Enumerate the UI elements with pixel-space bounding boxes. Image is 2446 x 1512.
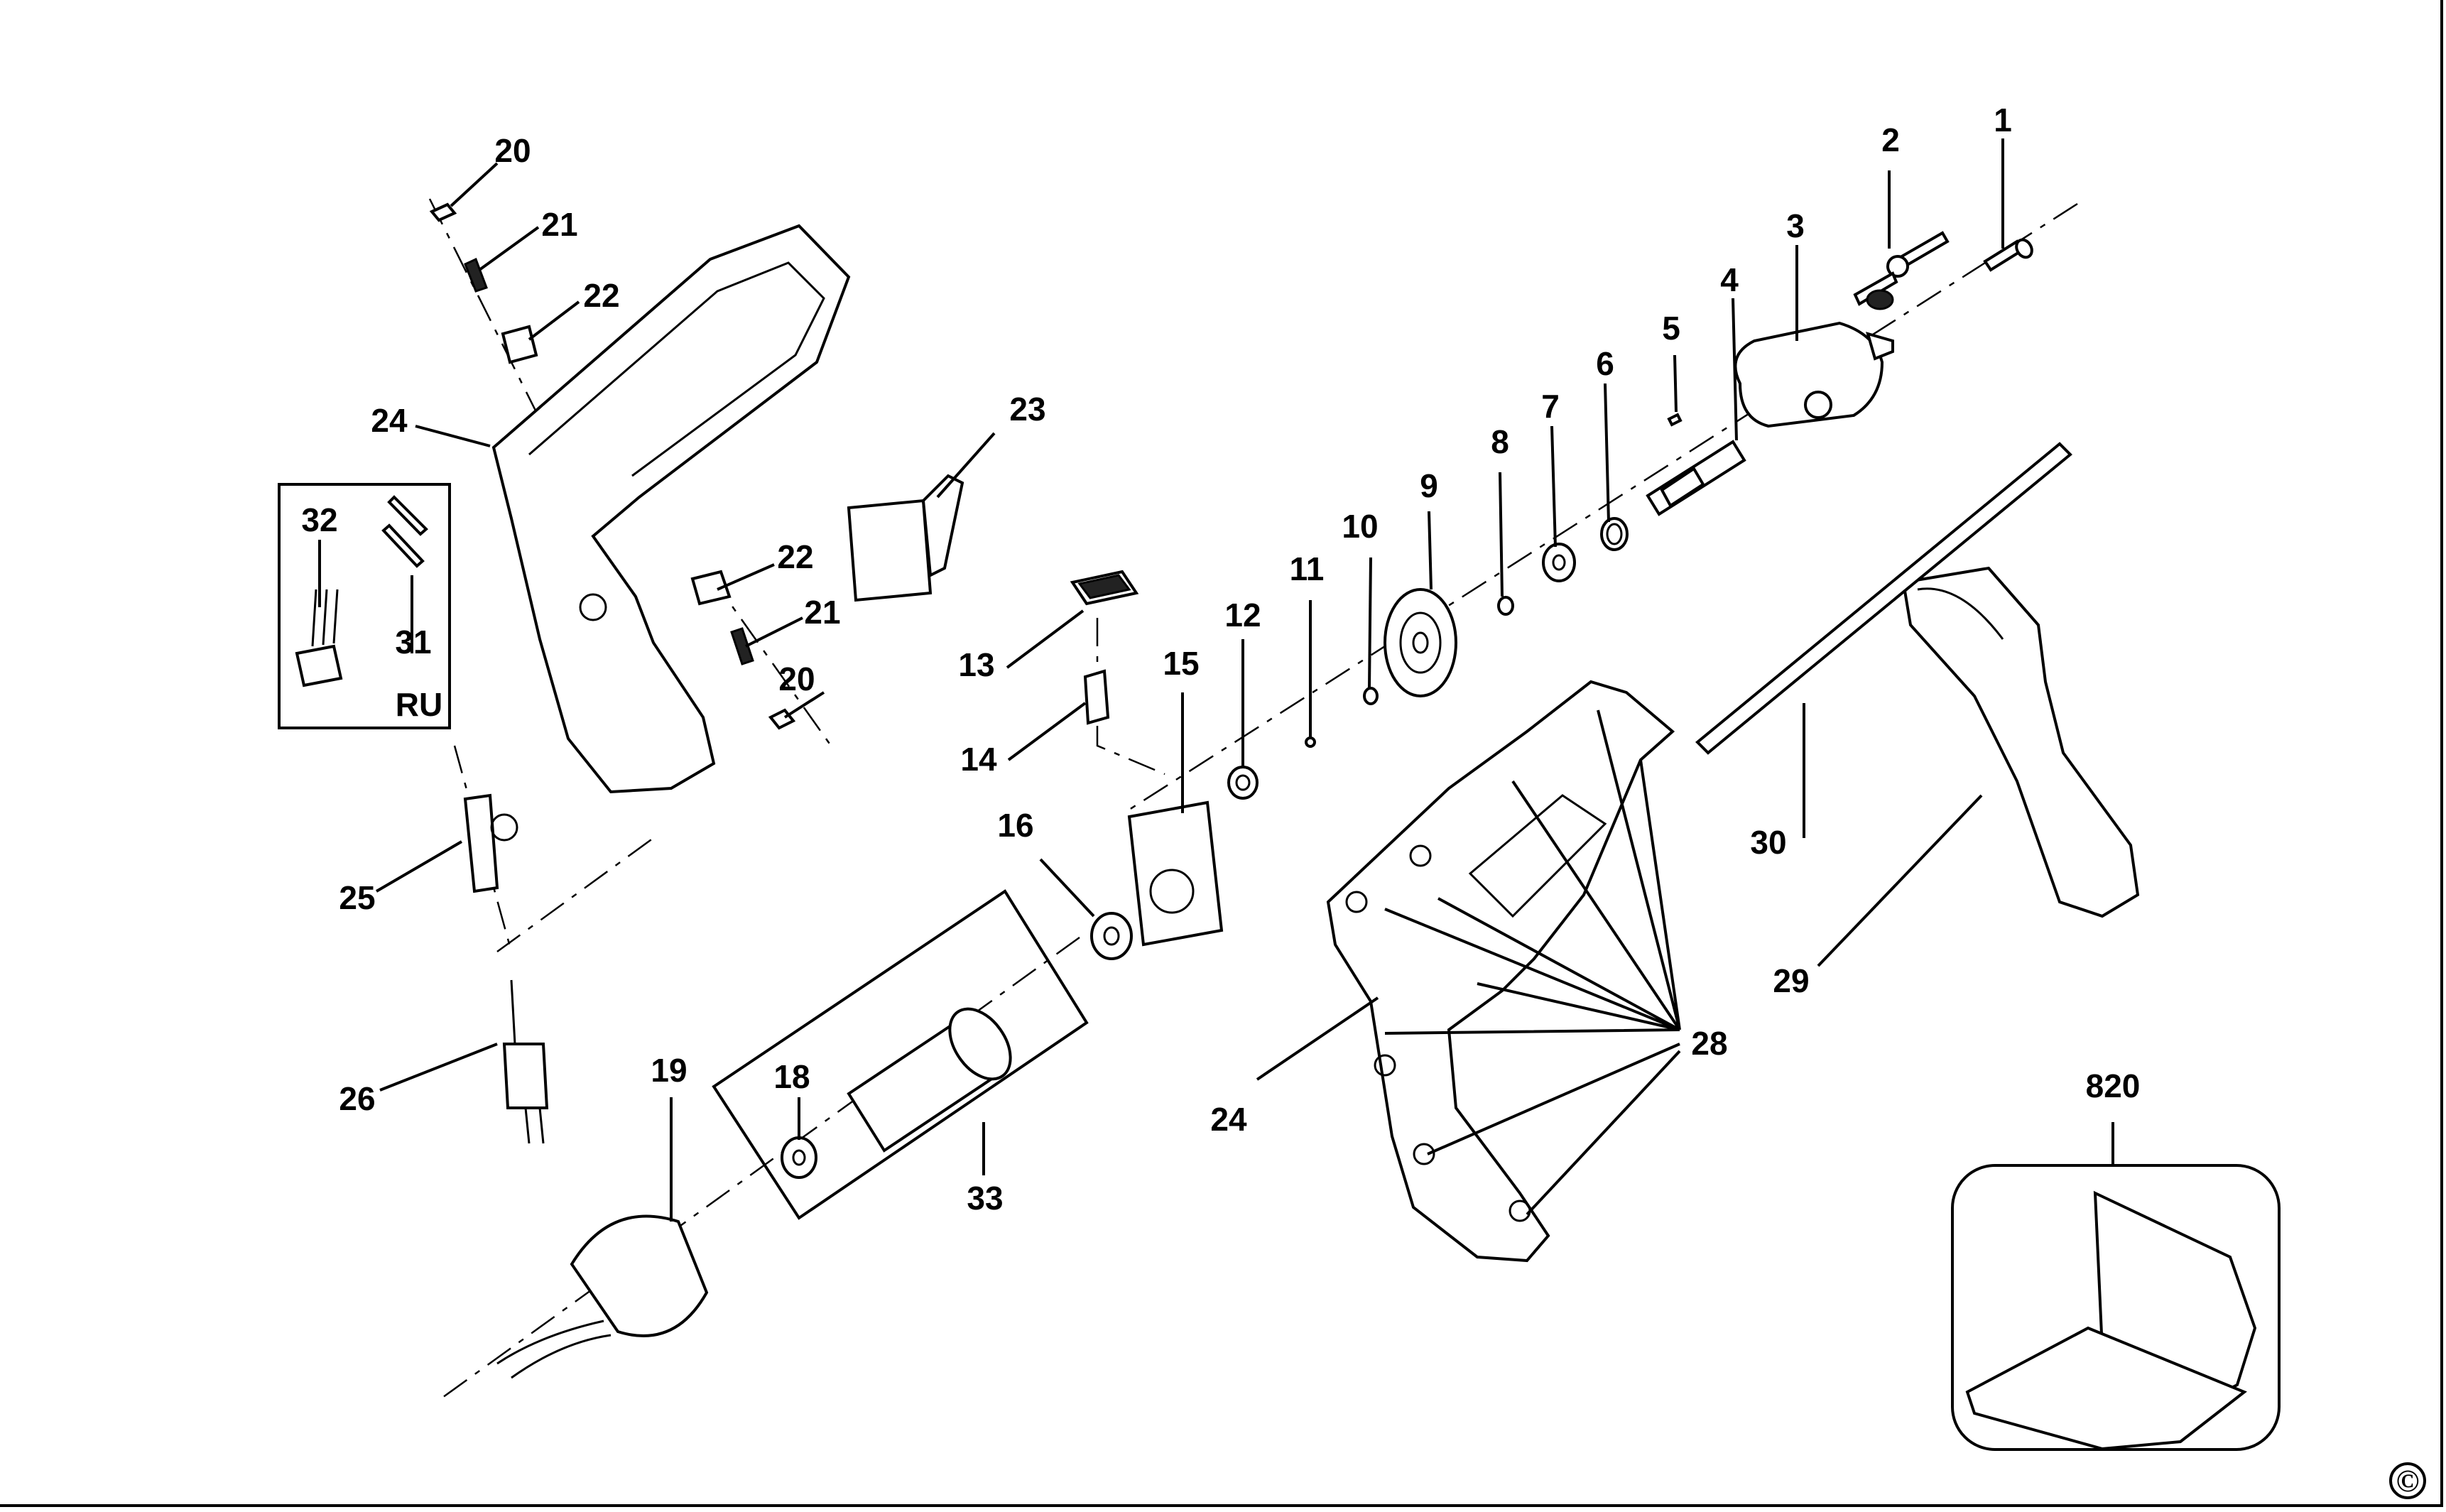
label-4[interactable]: 4 <box>1720 261 1739 298</box>
part-11-ball[interactable] <box>1305 736 1316 748</box>
part-1-screw[interactable] <box>1983 237 2035 272</box>
part-5-key[interactable] <box>1667 413 1683 427</box>
label-11[interactable]: 11 <box>1290 550 1325 587</box>
part-25-cord-guard[interactable] <box>463 793 518 893</box>
label-16[interactable]: 16 <box>997 807 1033 844</box>
label-2[interactable]: 2 <box>1881 121 1900 158</box>
part-820-kit-box[interactable] <box>1951 1164 2281 1451</box>
ru-inset-box <box>278 483 451 729</box>
label-13[interactable]: 13 <box>958 646 994 683</box>
part-23-switch[interactable] <box>847 474 964 602</box>
label-21-bottom[interactable]: 21 <box>804 594 840 631</box>
label-24-right[interactable]: 24 <box>1210 1101 1247 1138</box>
part-20-brush-cap-top[interactable] <box>429 202 457 222</box>
label-7[interactable]: 7 <box>1541 388 1560 425</box>
label-29[interactable]: 29 <box>1773 962 1809 999</box>
label-30[interactable]: 30 <box>1750 824 1786 861</box>
part-18-bearing[interactable] <box>781 1136 817 1179</box>
part-16-bearing[interactable] <box>1090 912 1133 960</box>
part-15-gear-case[interactable] <box>1127 800 1224 947</box>
part-31-spring-b[interactable] <box>381 523 425 568</box>
leader-lines <box>318 138 2114 1222</box>
label-ru: RU <box>396 686 442 723</box>
slider-axis <box>1096 618 1165 776</box>
part-8-ring[interactable] <box>1497 596 1514 616</box>
spindle-axis-line <box>1129 202 2078 811</box>
cord-axis <box>453 745 513 952</box>
part-10-ring[interactable] <box>1363 687 1379 705</box>
part-19-field[interactable] <box>496 1214 709 1379</box>
label-24-left[interactable]: 24 <box>371 402 408 439</box>
part-4-spindle[interactable] <box>1646 440 1746 516</box>
part-22-brush-holder-bottom[interactable] <box>690 570 732 606</box>
label-8[interactable]: 8 <box>1491 423 1509 460</box>
label-12[interactable]: 12 <box>1224 597 1261 633</box>
label-32[interactable]: 32 <box>301 501 337 538</box>
label-21-top[interactable]: 21 <box>541 206 577 243</box>
label-15[interactable]: 15 <box>1163 645 1199 682</box>
copyright-text: © <box>2396 1464 2420 1499</box>
part-7-washer[interactable] <box>1542 543 1576 582</box>
label-18[interactable]: 18 <box>773 1058 810 1095</box>
part-6-spring[interactable] <box>1600 517 1629 551</box>
cord-axis-2 <box>496 837 654 953</box>
label-31[interactable]: 31 <box>395 624 431 660</box>
label-3[interactable]: 3 <box>1786 207 1805 244</box>
label-5[interactable]: 5 <box>1662 310 1680 347</box>
part-14-plate[interactable] <box>1083 669 1110 725</box>
copyright-mark: © <box>2389 1462 2426 1499</box>
label-20-top[interactable]: 20 <box>494 132 531 169</box>
part-labels: 1 2 3 4 5 6 7 8 9 10 11 12 13 14 15 16 1… <box>301 102 2140 1217</box>
part-9-gear[interactable] <box>1384 588 1457 697</box>
part-32-suppressor[interactable] <box>295 644 343 687</box>
part-2-chuck-key[interactable] <box>1853 231 1950 310</box>
part-24-housing-left[interactable] <box>491 224 851 794</box>
part-33-armature-box[interactable] <box>712 889 1089 1220</box>
brush-axis-bottom <box>709 575 832 746</box>
label-820[interactable]: 820 <box>2086 1067 2141 1104</box>
part-3-chuck[interactable] <box>1734 321 1894 428</box>
label-28[interactable]: 28 <box>1691 1025 1727 1062</box>
part-21-brush-top[interactable] <box>464 257 488 293</box>
part-26-cord-plug[interactable] <box>502 979 549 1144</box>
part-22-brush-holder-top[interactable] <box>501 325 538 364</box>
label-25[interactable]: 25 <box>339 879 375 916</box>
label-26[interactable]: 26 <box>339 1080 375 1117</box>
label-22-top[interactable]: 22 <box>583 277 619 314</box>
label-19[interactable]: 19 <box>651 1052 687 1089</box>
part-21-brush-bottom[interactable] <box>730 627 754 665</box>
label-10[interactable]: 10 <box>1342 508 1378 545</box>
label-20-bottom[interactable]: 20 <box>778 660 815 697</box>
part-29-side-handle[interactable] <box>1901 566 2140 918</box>
label-1[interactable]: 1 <box>1994 102 2012 138</box>
part-30-depth-rod[interactable] <box>1695 442 2072 755</box>
label-14[interactable]: 14 <box>960 741 997 778</box>
part-12-bushing[interactable] <box>1227 766 1259 800</box>
label-33[interactable]: 33 <box>967 1180 1003 1217</box>
label-22-bottom[interactable]: 22 <box>777 538 813 575</box>
part-24-housing-right[interactable] <box>1326 680 1675 1263</box>
label-9[interactable]: 9 <box>1420 467 1438 504</box>
brush-axis-top <box>428 198 548 434</box>
part-31-spring-a[interactable] <box>387 495 428 536</box>
part-13-slider[interactable] <box>1070 570 1139 606</box>
label-23[interactable]: 23 <box>1009 391 1045 428</box>
label-6[interactable]: 6 <box>1596 345 1614 382</box>
